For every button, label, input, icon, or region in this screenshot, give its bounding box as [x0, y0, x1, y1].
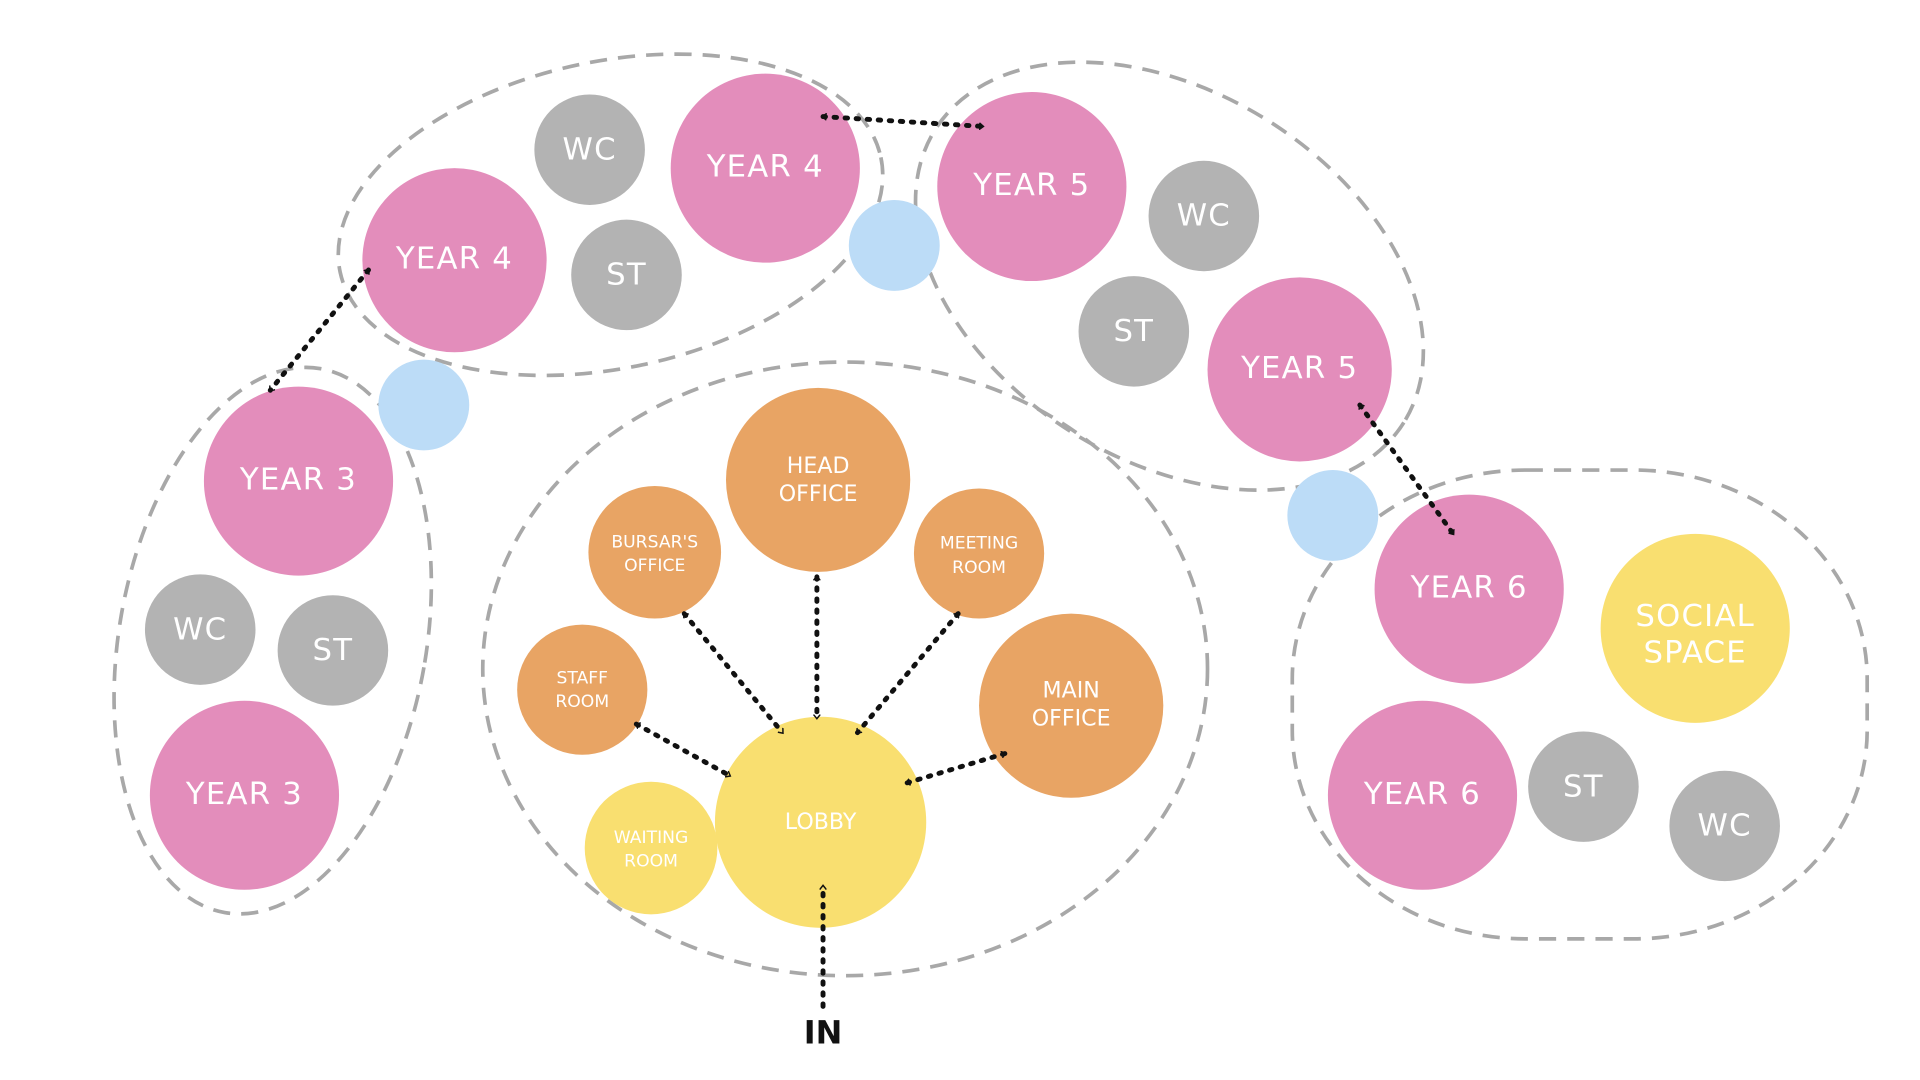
svg-text:WC: WC	[1177, 199, 1231, 234]
svg-text:ST: ST	[606, 258, 647, 293]
svg-text:OFFICE: OFFICE	[624, 556, 685, 576]
svg-text:SPACE: SPACE	[1643, 636, 1746, 671]
svg-text:YEAR 5: YEAR 5	[1240, 351, 1358, 386]
year4-classroom-a: YEAR 4	[362, 168, 547, 353]
wc: WC	[1148, 160, 1260, 272]
svg-text:BURSAR'S: BURSAR'S	[611, 532, 698, 552]
arrow-lobby-main-office	[904, 754, 1008, 783]
year6-zone-outline	[1290, 468, 1870, 941]
svg-text:HEAD: HEAD	[787, 453, 850, 479]
store: ST	[1078, 276, 1190, 387]
svg-text:ST: ST	[1563, 769, 1604, 804]
svg-text:MEETING: MEETING	[940, 534, 1018, 554]
svg-text:ST: ST	[313, 633, 354, 668]
svg-text:OFFICE: OFFICE	[779, 481, 858, 507]
wc: WC	[144, 574, 256, 685]
svg-text:SOCIAL: SOCIAL	[1635, 599, 1755, 634]
svg-text:OFFICE: OFFICE	[1032, 706, 1111, 732]
svg-text:WAITING: WAITING	[614, 828, 689, 848]
staff-room: STAFF ROOM	[517, 624, 648, 755]
svg-text:ST: ST	[1113, 314, 1154, 349]
svg-text:ROOM: ROOM	[624, 852, 678, 872]
year5-classroom-b: YEAR 5	[1207, 277, 1392, 462]
arrow-lobby-meeting-room	[854, 611, 961, 736]
year6-classroom-b: YEAR 6	[1327, 700, 1518, 890]
svg-text:YEAR 4: YEAR 4	[706, 150, 824, 185]
svg-text:MAIN: MAIN	[1043, 677, 1100, 703]
lobby: LOBBY	[714, 716, 927, 928]
main-office: MAIN OFFICE	[979, 613, 1164, 798]
entrance-label: IN	[804, 1014, 843, 1052]
link-space	[378, 359, 470, 451]
year5-classroom-a: YEAR 5	[937, 92, 1127, 282]
wc: WC	[534, 94, 645, 205]
arrow-year3-year4	[267, 267, 371, 393]
bursars-office: BURSAR'S OFFICE	[588, 486, 722, 619]
svg-text:YEAR 6: YEAR 6	[1410, 571, 1528, 606]
year3-classroom-b: YEAR 3	[149, 700, 340, 890]
meeting-room: MEETING ROOM	[913, 488, 1045, 619]
link-space	[1287, 470, 1379, 561]
arrow-lobby-bursars-office	[681, 611, 785, 736]
svg-text:WC: WC	[563, 132, 617, 167]
svg-text:YEAR 3: YEAR 3	[185, 777, 303, 812]
year4-classroom-b: YEAR 4	[670, 73, 860, 263]
admin-zone-outline	[480, 360, 1210, 978]
year3-classroom-a: YEAR 3	[203, 386, 394, 576]
svg-text:WC: WC	[1698, 809, 1752, 844]
arrow-year5-year6	[1357, 402, 1456, 537]
svg-text:YEAR 4: YEAR 4	[395, 242, 513, 277]
link-space	[848, 200, 940, 291]
svg-text:YEAR 3: YEAR 3	[239, 463, 357, 498]
svg-text:YEAR 5: YEAR 5	[972, 168, 1090, 203]
store: ST	[277, 595, 389, 706]
svg-text:ROOM: ROOM	[555, 692, 609, 712]
wc: WC	[1669, 770, 1780, 882]
svg-text:LOBBY: LOBBY	[785, 809, 857, 835]
svg-text:ROOM: ROOM	[952, 558, 1006, 578]
svg-text:YEAR 6: YEAR 6	[1363, 777, 1481, 812]
waiting-room: WAITING ROOM	[584, 781, 718, 915]
svg-text:WC: WC	[173, 612, 227, 647]
year6-classroom-a: YEAR 6	[1374, 494, 1564, 684]
arrow-lobby-staff-room	[633, 721, 733, 779]
store: ST	[1528, 731, 1639, 842]
arrow-year4-year5	[820, 117, 986, 127]
store: ST	[571, 219, 682, 331]
svg-text:STAFF: STAFF	[556, 669, 608, 689]
